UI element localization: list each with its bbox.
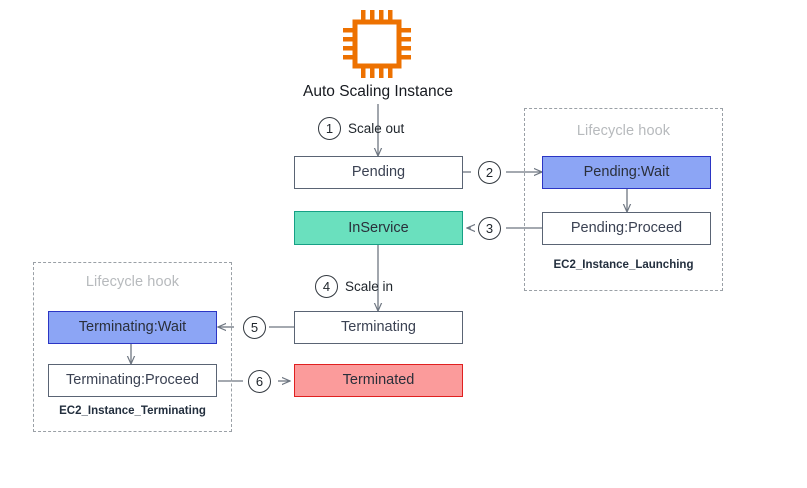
page-title: Auto Scaling Instance	[303, 83, 453, 100]
ec2-chip-icon	[343, 10, 411, 78]
state-pending[interactable]: Pending	[294, 156, 463, 189]
state-terminating[interactable]: Terminating	[294, 311, 463, 344]
state-pending-wait[interactable]: Pending:Wait	[542, 156, 711, 189]
edge-label-scale-out: Scale out	[348, 121, 405, 136]
lifecycle-hook-terminating: Lifecycle hook EC2_Instance_Terminating	[33, 262, 232, 432]
state-terminating-wait[interactable]: Terminating:Wait	[48, 311, 217, 344]
state-terminated[interactable]: Terminated	[294, 364, 463, 397]
step-circle-4[interactable]: 4	[315, 275, 338, 298]
step-circle-3[interactable]: 3	[478, 217, 501, 240]
state-pending-proceed[interactable]: Pending:Proceed	[542, 212, 711, 245]
edge-label-scale-in: Scale in	[345, 279, 394, 294]
hook-launching-caption: EC2_Instance_Launching	[553, 259, 694, 271]
hook-launching-title: Lifecycle hook	[576, 123, 671, 139]
state-terminating-proceed[interactable]: Terminating:Proceed	[48, 364, 217, 397]
step-circle-5[interactable]: 5	[243, 316, 266, 339]
lifecycle-hook-launching: Lifecycle hook EC2_Instance_Launching	[524, 108, 723, 291]
step-circle-1[interactable]: 1	[318, 117, 341, 140]
hook-terminating-caption: EC2_Instance_Terminating	[59, 405, 206, 417]
state-inservice[interactable]: InService	[294, 211, 463, 245]
step-circle-6[interactable]: 6	[248, 370, 271, 393]
step-circle-2[interactable]: 2	[478, 161, 501, 184]
hook-terminating-title: Lifecycle hook	[85, 274, 180, 290]
